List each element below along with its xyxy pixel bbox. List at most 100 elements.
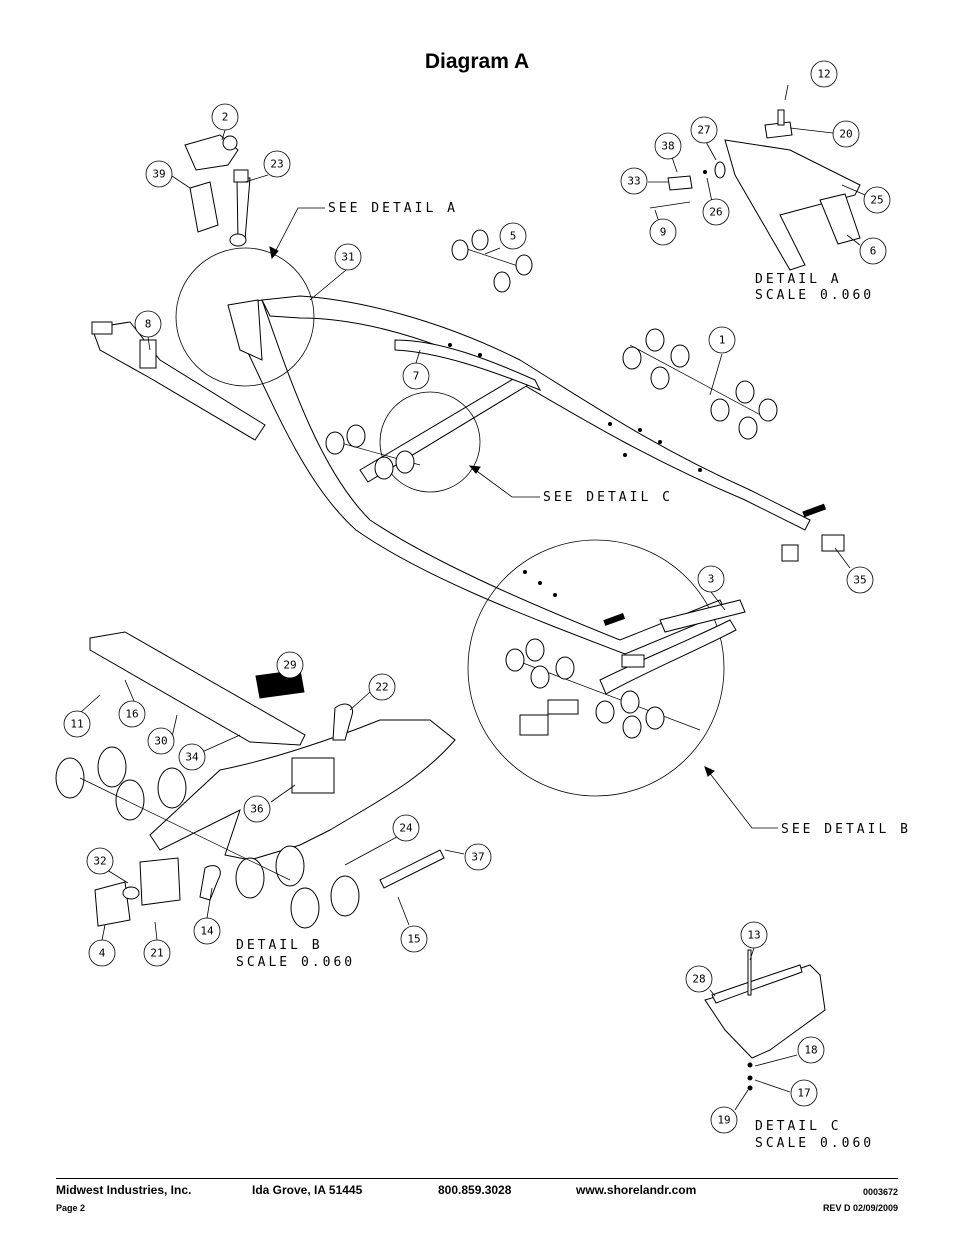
callout-4: 4 bbox=[88, 939, 116, 967]
svg-text:27: 27 bbox=[697, 124, 710, 137]
see-detail-b-note: SEE DETAIL B bbox=[781, 822, 911, 837]
callout-29: 29 bbox=[276, 651, 304, 679]
callout-27: 27 bbox=[690, 116, 718, 144]
callout-34: 34 bbox=[178, 743, 206, 771]
hitch-coupler bbox=[91, 321, 266, 441]
detail-b-view bbox=[55, 631, 456, 929]
svg-text:37: 37 bbox=[471, 851, 484, 864]
svg-text:19: 19 bbox=[717, 1114, 730, 1127]
see-detail-a-note: SEE DETAIL A bbox=[328, 201, 458, 216]
callout-38: 38 bbox=[654, 132, 682, 160]
footer-rule bbox=[56, 1178, 898, 1179]
roller-assembly-1 bbox=[622, 328, 778, 440]
callout-17: 17 bbox=[790, 1079, 818, 1107]
rear-bracket bbox=[781, 503, 845, 562]
svg-text:4: 4 bbox=[99, 947, 106, 960]
callout-22: 22 bbox=[368, 673, 396, 701]
callout-36: 36 bbox=[243, 795, 271, 823]
svg-text:25: 25 bbox=[870, 194, 883, 207]
callout-25: 25 bbox=[863, 186, 891, 214]
svg-text:8: 8 bbox=[145, 318, 152, 331]
callout-2: 2 bbox=[211, 103, 239, 131]
svg-text:23: 23 bbox=[270, 158, 283, 171]
callout-12: 12 bbox=[810, 60, 838, 88]
keel-bunk bbox=[394, 339, 542, 391]
callout-19: 19 bbox=[710, 1106, 738, 1134]
callout-13: 13 bbox=[740, 921, 768, 949]
svg-text:3: 3 bbox=[708, 573, 715, 586]
svg-text:9: 9 bbox=[660, 226, 667, 239]
parts-diagram: 1 2 3 4 5 6 7 8 9 11 12 13 14 15 16 17 1… bbox=[55, 60, 911, 1151]
svg-text:5: 5 bbox=[510, 230, 517, 243]
svg-text:28: 28 bbox=[692, 973, 705, 986]
detail-a-scale: SCALE 0.060 bbox=[755, 288, 874, 303]
svg-text:20: 20 bbox=[839, 128, 852, 141]
svg-text:29: 29 bbox=[283, 659, 296, 672]
callout-26: 26 bbox=[702, 198, 730, 226]
callout-8: 8 bbox=[134, 310, 162, 338]
footer-revision: REV D 02/09/2009 bbox=[822, 1203, 898, 1213]
svg-text:34: 34 bbox=[185, 751, 199, 764]
footer-page: Page 2 bbox=[56, 1203, 86, 1213]
callout-37: 37 bbox=[464, 843, 492, 871]
callout-28: 28 bbox=[685, 965, 713, 993]
page-title: Diagram A bbox=[424, 50, 530, 73]
detail-c-circle bbox=[379, 391, 481, 493]
svg-text:24: 24 bbox=[399, 822, 413, 835]
svg-text:39: 39 bbox=[152, 168, 165, 181]
detail-a-view bbox=[649, 109, 861, 271]
svg-text:33: 33 bbox=[627, 175, 640, 188]
svg-text:14: 14 bbox=[200, 925, 214, 938]
detail-notes: SEE DETAIL A SEE DETAIL C SEE DETAIL B D… bbox=[236, 201, 911, 1151]
callout-15: 15 bbox=[400, 925, 428, 953]
svg-text:31: 31 bbox=[341, 251, 354, 264]
see-detail-c-note: SEE DETAIL C bbox=[543, 490, 673, 505]
callout-5: 5 bbox=[499, 222, 527, 250]
svg-text:12: 12 bbox=[817, 68, 830, 81]
svg-text:30: 30 bbox=[154, 735, 167, 748]
svg-text:2: 2 bbox=[222, 111, 229, 124]
roller-assembly-main bbox=[325, 424, 421, 480]
callout-11: 11 bbox=[63, 710, 91, 738]
detail-b-circle bbox=[467, 539, 725, 797]
callout-33: 33 bbox=[620, 167, 648, 195]
callout-21: 21 bbox=[143, 939, 171, 967]
callout-24: 24 bbox=[392, 814, 420, 842]
svg-text:38: 38 bbox=[661, 140, 674, 153]
callout-30: 30 bbox=[147, 727, 175, 755]
callout-bubbles: 1 2 3 4 5 6 7 8 9 11 12 13 14 15 16 17 1… bbox=[63, 60, 891, 1134]
footer-phone: 800.859.3028 bbox=[438, 1183, 512, 1197]
callout-14: 14 bbox=[193, 917, 221, 945]
svg-text:7: 7 bbox=[413, 370, 420, 383]
callout-39: 39 bbox=[145, 160, 173, 188]
callout-23: 23 bbox=[263, 150, 291, 178]
detail-c-view bbox=[704, 949, 826, 1091]
callout-1: 1 bbox=[708, 326, 736, 354]
callout-20: 20 bbox=[832, 120, 860, 148]
footer-location: Ida Grove, IA 51445 bbox=[252, 1183, 363, 1197]
leader-lines bbox=[80, 84, 866, 1111]
callout-3: 3 bbox=[697, 565, 725, 593]
callout-9: 9 bbox=[649, 218, 677, 246]
winch-assembly bbox=[184, 134, 251, 247]
footer-website: www.shorelandr.com bbox=[576, 1183, 697, 1197]
callout-18: 18 bbox=[797, 1036, 825, 1064]
callout-16: 16 bbox=[118, 700, 146, 728]
footer-doc-number: 0003672 bbox=[862, 1187, 898, 1197]
svg-text:22: 22 bbox=[375, 681, 388, 694]
detail-a-label: DETAIL A bbox=[755, 272, 842, 287]
callout-35: 35 bbox=[846, 566, 874, 594]
svg-text:18: 18 bbox=[804, 1044, 817, 1057]
svg-text:13: 13 bbox=[747, 929, 760, 942]
svg-text:17: 17 bbox=[797, 1087, 810, 1100]
svg-text:6: 6 bbox=[870, 245, 877, 258]
svg-text:36: 36 bbox=[250, 803, 263, 816]
callout-6: 6 bbox=[859, 237, 887, 265]
svg-text:11: 11 bbox=[70, 718, 83, 731]
detail-c-scale: SCALE 0.060 bbox=[755, 1136, 874, 1151]
svg-text:16: 16 bbox=[125, 708, 138, 721]
callout-7: 7 bbox=[402, 362, 430, 390]
svg-text:15: 15 bbox=[407, 933, 420, 946]
svg-text:35: 35 bbox=[853, 574, 866, 587]
detail-a-circle bbox=[175, 247, 315, 387]
